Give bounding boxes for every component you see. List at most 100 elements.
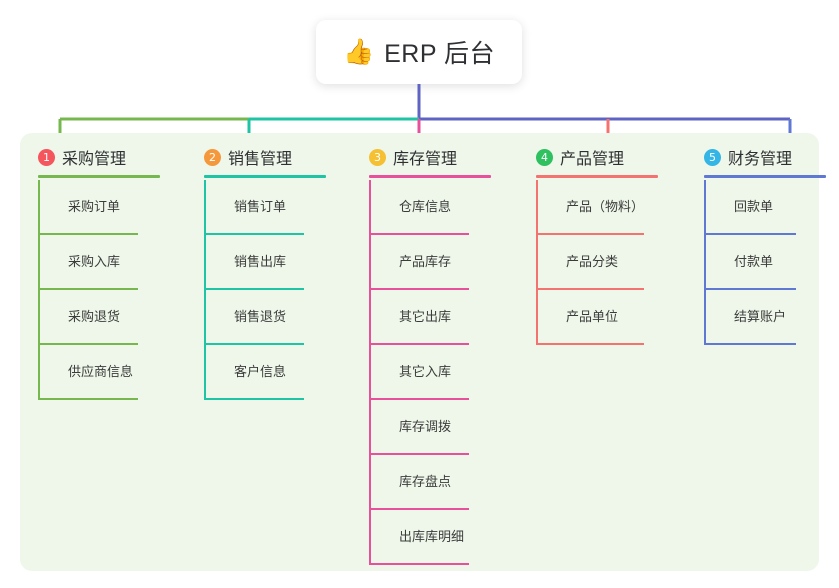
column-title: 库存管理	[393, 151, 458, 168]
item-underline	[704, 288, 796, 290]
column-item[interactable]: 结算账户	[704, 290, 814, 345]
column-item[interactable]: 销售退货	[204, 290, 334, 345]
item-underline	[536, 343, 644, 345]
column-item-label: 产品分类	[566, 254, 619, 269]
item-underline	[369, 233, 469, 235]
column-title: 采购管理	[62, 151, 127, 168]
column-item-label: 产品（物料）	[566, 199, 645, 214]
item-underline	[204, 288, 304, 290]
column-item[interactable]: 付款单	[704, 235, 814, 290]
item-connector-stem	[369, 400, 371, 455]
column-header-rule	[704, 175, 826, 178]
column-item-label: 库存盘点	[399, 474, 452, 489]
item-connector-stem	[369, 290, 371, 345]
column-index-badge: 2	[204, 148, 221, 166]
column-item[interactable]: 回款单	[704, 180, 814, 235]
column-item-label: 其它入库	[399, 364, 452, 379]
column-item-label: 销售退货	[234, 309, 287, 324]
column-item[interactable]: 采购入库	[38, 235, 168, 290]
column-header[interactable]: 3 库存管理	[369, 145, 457, 169]
item-underline	[369, 508, 469, 510]
column-header-rule	[204, 175, 326, 178]
item-connector-stem	[536, 235, 538, 290]
item-connector-stem	[369, 455, 371, 510]
column-header[interactable]: 2 销售管理	[204, 145, 292, 169]
column-item-label: 付款单	[734, 254, 774, 269]
item-connector-stem	[204, 180, 206, 235]
item-connector-stem	[38, 345, 40, 400]
category-column-product: 4 产品管理 产品（物料） 产品分类产品单位	[518, 133, 686, 571]
item-connector-stem	[536, 290, 538, 345]
item-connector-stem	[704, 290, 706, 345]
column-item-label: 其它出库	[399, 309, 452, 324]
column-index-badge: 5	[704, 148, 721, 166]
item-underline	[204, 343, 304, 345]
column-item-label: 采购订单	[68, 199, 121, 214]
column-header-rule	[38, 175, 160, 178]
column-item-label: 仓库信息	[399, 199, 452, 214]
column-title: 销售管理	[228, 151, 293, 168]
root-node-card[interactable]: 👍 ERP 后台	[316, 20, 522, 84]
column-title: 财务管理	[728, 151, 793, 168]
item-connector-stem	[369, 345, 371, 400]
item-underline	[204, 233, 304, 235]
item-underline	[369, 563, 469, 565]
item-underline	[369, 288, 469, 290]
column-header[interactable]: 5 财务管理	[704, 145, 792, 169]
column-header[interactable]: 4 产品管理	[536, 145, 624, 169]
item-underline	[38, 343, 138, 345]
column-item-list: 产品（物料） 产品分类产品单位	[536, 180, 666, 345]
column-item[interactable]: 销售出库	[204, 235, 334, 290]
column-item-label: 库存调拨	[399, 419, 452, 434]
category-column-inventory: 3 库存管理 仓库信息产品库存其它出库其它入库库存调拨库存盘点出库库明细	[351, 133, 518, 571]
column-item[interactable]: 出库库明细	[369, 510, 499, 565]
item-connector-stem	[204, 235, 206, 290]
item-underline	[38, 233, 138, 235]
column-item[interactable]: 库存盘点	[369, 455, 499, 510]
item-connector-stem	[369, 180, 371, 235]
column-item-label: 客户信息	[234, 364, 287, 379]
column-item[interactable]: 客户信息	[204, 345, 334, 400]
item-connector-stem	[369, 510, 371, 565]
item-underline	[536, 233, 644, 235]
column-item[interactable]: 采购退货	[38, 290, 168, 345]
column-header[interactable]: 1 采购管理	[38, 145, 126, 169]
category-columns: 1 采购管理 采购订单采购入库采购退货供应商信息 2 销售管理 销售订单销售出库…	[20, 133, 826, 571]
item-connector-stem	[204, 290, 206, 345]
column-item-list: 采购订单采购入库采购退货供应商信息	[38, 180, 168, 400]
item-connector-stem	[704, 180, 706, 235]
item-connector-stem	[369, 235, 371, 290]
column-item-label: 销售订单	[234, 199, 287, 214]
item-connector-stem	[204, 345, 206, 400]
column-item-label: 产品库存	[399, 254, 452, 269]
column-item-label: 产品单位	[566, 309, 619, 324]
column-item[interactable]: 产品库存	[369, 235, 499, 290]
column-item[interactable]: 产品单位	[536, 290, 666, 345]
column-item-label: 结算账户	[734, 309, 787, 324]
column-item[interactable]: 产品（物料）	[536, 180, 666, 235]
item-underline	[204, 398, 304, 400]
item-underline	[369, 453, 469, 455]
column-item[interactable]: 采购订单	[38, 180, 168, 235]
item-underline	[369, 343, 469, 345]
column-item-list: 仓库信息产品库存其它出库其它入库库存调拨库存盘点出库库明细	[369, 180, 499, 565]
column-item[interactable]: 销售订单	[204, 180, 334, 235]
item-connector-stem	[38, 290, 40, 345]
item-connector-stem	[536, 180, 538, 235]
column-item-label: 销售出库	[234, 254, 287, 269]
column-item[interactable]: 其它入库	[369, 345, 499, 400]
column-item[interactable]: 供应商信息	[38, 345, 168, 400]
column-item[interactable]: 其它出库	[369, 290, 499, 345]
column-item[interactable]: 产品分类	[536, 235, 666, 290]
category-column-purchasing: 1 采购管理 采购订单采购入库采购退货供应商信息	[20, 133, 186, 571]
column-index-badge: 3	[369, 148, 386, 166]
column-item[interactable]: 库存调拨	[369, 400, 499, 455]
column-item-label: 出库库明细	[399, 529, 465, 544]
item-underline	[38, 288, 138, 290]
column-item[interactable]: 仓库信息	[369, 180, 499, 235]
column-index-badge: 1	[38, 148, 55, 166]
item-underline	[704, 233, 796, 235]
column-item-label: 供应商信息	[68, 364, 134, 379]
column-item-label: 采购退货	[68, 309, 121, 324]
root-node-title: ERP 后台	[384, 40, 496, 68]
